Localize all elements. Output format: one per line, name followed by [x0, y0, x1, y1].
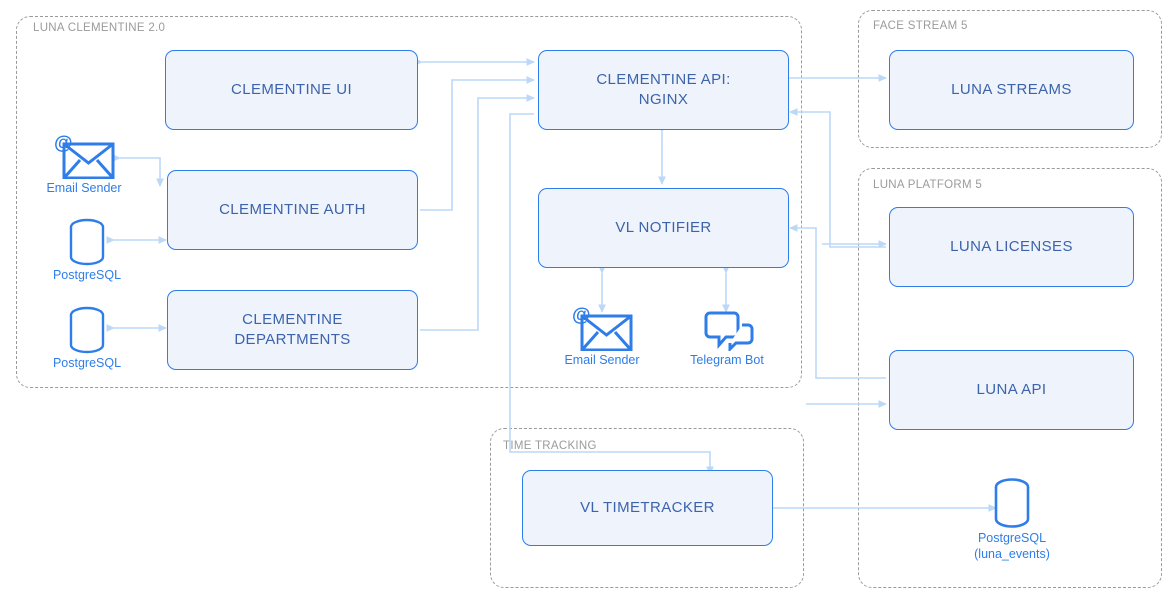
node-vl-timetracker[interactable]: VL TIMETRACKER	[522, 470, 773, 546]
node-clementine-ui[interactable]: CLEMENTINE UI	[165, 50, 418, 130]
node-luna-api[interactable]: LUNA API	[889, 350, 1134, 430]
database-icon	[64, 218, 110, 266]
node-clementine-departments[interactable]: CLEMENTINE DEPARTMENTS	[167, 290, 418, 370]
database-icon	[64, 306, 110, 354]
node-luna-licenses[interactable]: LUNA LICENSES	[889, 207, 1134, 287]
group-title-time-tracking: TIME TRACKING	[500, 440, 600, 452]
chat-bubbles-icon	[696, 305, 758, 351]
group-title-luna-clementine: LUNA CLEMENTINE 2.0	[30, 22, 169, 34]
group-title-luna-platform: LUNA PLATFORM 5	[870, 179, 986, 191]
icon-postgres-auth[interactable]: PostgreSQL	[50, 218, 124, 284]
icon-email-sender-auth[interactable]: @ Email Sender	[40, 133, 128, 197]
email-icon: @	[53, 133, 115, 179]
email-sender-auth-label: Email Sender	[46, 181, 122, 195]
database-icon	[989, 477, 1035, 529]
email-sender-notifier-label: Email Sender	[564, 353, 640, 367]
icon-telegram-bot[interactable]: Telegram Bot	[683, 305, 771, 369]
postgres-auth-label: PostgreSQL	[52, 268, 122, 282]
node-vl-notifier[interactable]: VL NOTIFIER	[538, 188, 789, 268]
node-luna-streams[interactable]: LUNA STREAMS	[889, 50, 1134, 130]
icon-postgres-luna-events[interactable]: PostgreSQL (luna_events)	[962, 477, 1062, 562]
icon-postgres-departments[interactable]: PostgreSQL	[50, 306, 124, 372]
svg-text:@: @	[572, 305, 591, 326]
group-title-face-stream: FACE STREAM 5	[870, 20, 971, 32]
node-clementine-auth[interactable]: CLEMENTINE AUTH	[167, 170, 418, 250]
svg-text:@: @	[54, 133, 73, 154]
postgres-luna-events-label: PostgreSQL (luna_events)	[974, 531, 1050, 561]
telegram-bot-label: Telegram Bot	[690, 353, 764, 367]
node-clementine-api[interactable]: CLEMENTINE API: NGINX	[538, 50, 789, 130]
icon-email-sender-notifier[interactable]: @ Email Sender	[558, 305, 646, 369]
email-icon: @	[571, 305, 633, 351]
postgres-departments-label: PostgreSQL	[52, 356, 122, 370]
